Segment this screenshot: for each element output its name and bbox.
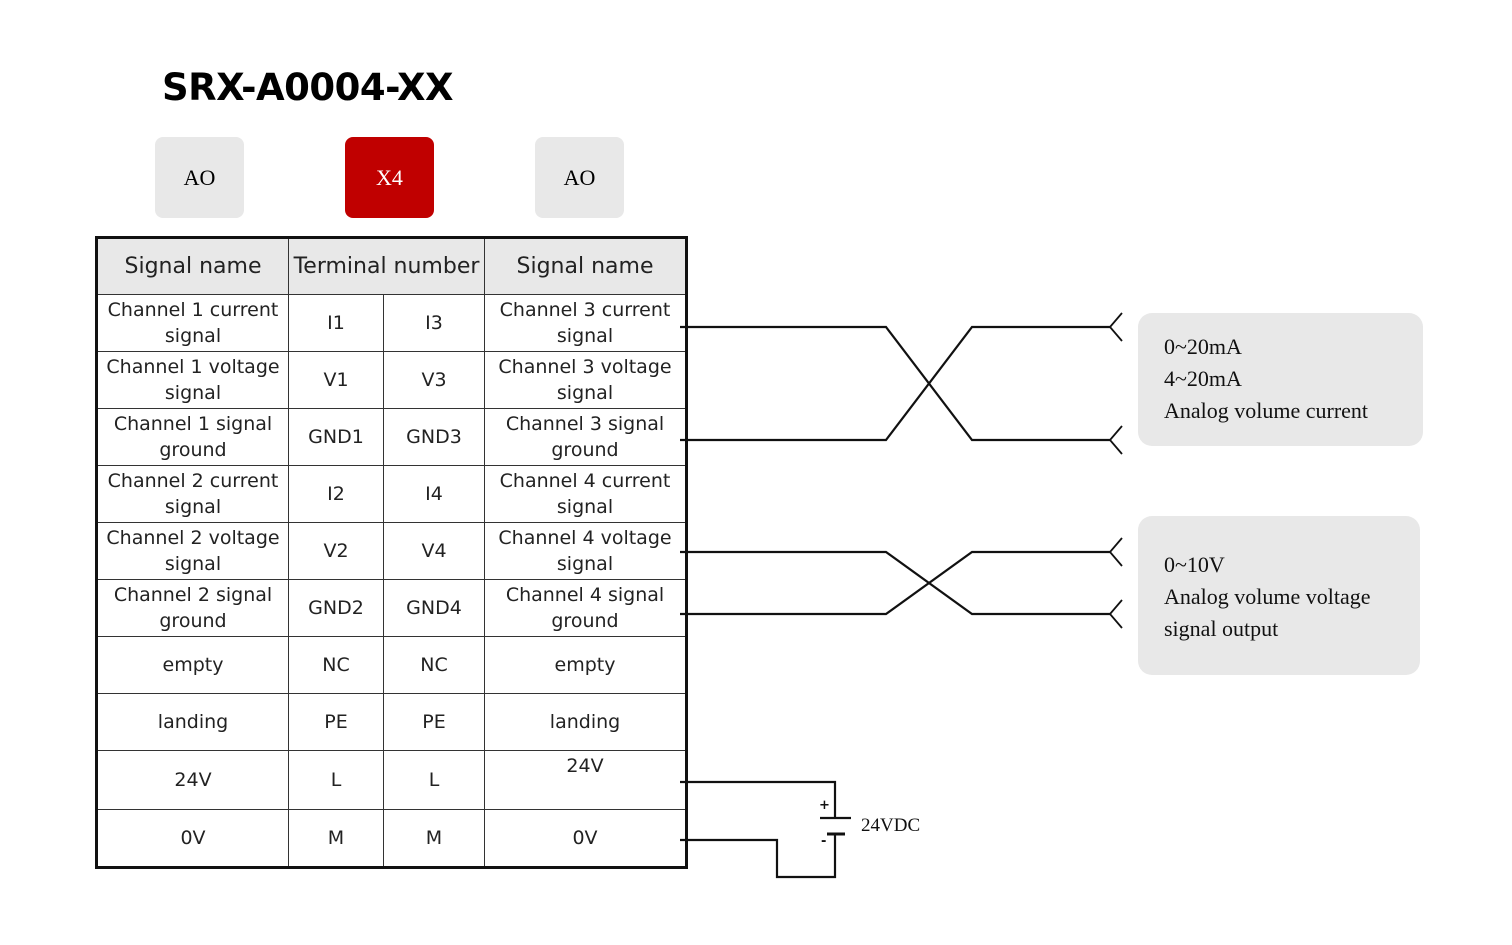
power-supply-label: 24VDC xyxy=(861,815,921,836)
terminal-left: V1 xyxy=(288,351,384,409)
note-current-line: 0~20mA xyxy=(1164,334,1242,359)
signal-name-right: empty xyxy=(484,636,687,694)
wire-ch3-ground xyxy=(680,325,1110,442)
terminal-right: M xyxy=(383,809,485,868)
terminal-right: V4 xyxy=(383,522,485,580)
wire-ch3-current xyxy=(680,325,1110,442)
signal-name-left: empty xyxy=(96,636,289,694)
terminal-table: Signal name Terminal number Signal name … xyxy=(95,236,688,869)
terminal-arrow-voltage-top xyxy=(1108,537,1123,567)
terminal-left: GND1 xyxy=(288,408,384,466)
wire-ch4-ground xyxy=(680,550,1110,616)
signal-name-right: Channel 4 signal ground xyxy=(484,579,687,637)
signal-name-left: 0V xyxy=(96,809,289,868)
signal-name-left: Channel 2 current signal xyxy=(96,465,289,523)
signal-name-right: landing xyxy=(484,693,687,751)
header-terminal-number: Terminal number xyxy=(288,237,485,295)
signal-name-left: Channel 1 current signal xyxy=(96,294,289,352)
terminal-arrow-voltage-bottom xyxy=(1108,599,1123,629)
positive-sign: + xyxy=(819,798,830,813)
voltage-output-note: 0~10V Analog volume voltage signal outpu… xyxy=(1138,516,1420,675)
signal-name-left: Channel 2 voltage signal xyxy=(96,522,289,580)
note-voltage-line: 0~10V xyxy=(1164,552,1225,577)
note-current-line: 4~20mA xyxy=(1164,366,1242,391)
terminal-right: GND4 xyxy=(383,579,485,637)
signal-name-right: Channel 4 current signal xyxy=(484,465,687,523)
wire-ch4-voltage xyxy=(680,550,1110,616)
chip-ao-right: AO xyxy=(535,137,624,218)
chip-x4-connector: X4 xyxy=(345,137,434,218)
page-title: SRX-A0004-XX xyxy=(162,66,454,109)
signal-name-right: Channel 4 voltage signal xyxy=(484,522,687,580)
negative-sign: - xyxy=(821,834,827,849)
wire-0v xyxy=(680,834,837,879)
signal-name-right: 24V xyxy=(484,750,687,810)
signal-name-left: 24V xyxy=(96,750,289,810)
signal-name-right: 0V xyxy=(484,809,687,868)
signal-name-right: Channel 3 current signal xyxy=(484,294,687,352)
signal-name-right: Channel 3 signal ground xyxy=(484,408,687,466)
terminal-right: I4 xyxy=(383,465,485,523)
terminal-right: I3 xyxy=(383,294,485,352)
wire-24v xyxy=(680,780,837,818)
terminal-left: I1 xyxy=(288,294,384,352)
note-current-line: Analog volume current xyxy=(1164,398,1369,423)
signal-name-left: Channel 1 voltage signal xyxy=(96,351,289,409)
terminal-left: NC xyxy=(288,636,384,694)
note-voltage-line: Analog volume voltage xyxy=(1164,584,1371,609)
signal-name-right: Channel 3 voltage signal xyxy=(484,351,687,409)
terminal-arrow-current-bottom xyxy=(1108,425,1123,455)
terminal-left: GND2 xyxy=(288,579,384,637)
terminal-right: NC xyxy=(383,636,485,694)
chip-ao-left: AO xyxy=(155,137,244,218)
table-header-row: Signal name Terminal number Signal name xyxy=(96,237,687,295)
terminal-arrow-current-top xyxy=(1108,312,1123,342)
note-voltage-line: signal output xyxy=(1164,616,1279,641)
current-output-note: 0~20mA 4~20mA Analog volume current xyxy=(1138,313,1423,446)
header-signal-name-left: Signal name xyxy=(96,237,289,295)
